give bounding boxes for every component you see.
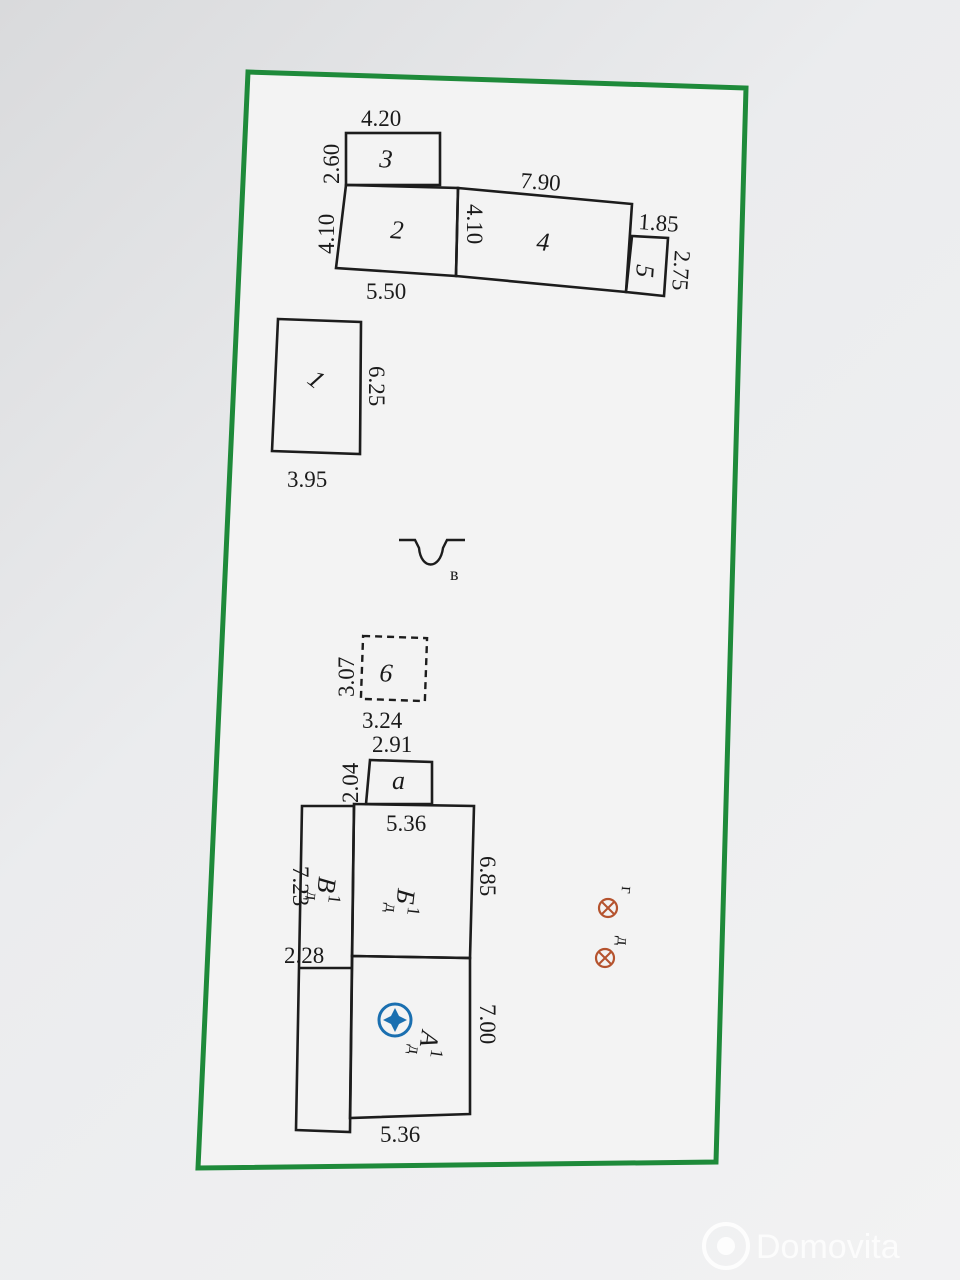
dim-2-75: 2.75 bbox=[667, 250, 695, 292]
building-4-label: 4 bbox=[536, 227, 551, 257]
building-V1 bbox=[294, 804, 356, 1134]
building-6 bbox=[359, 634, 429, 703]
building-5 bbox=[624, 234, 670, 298]
svg-text:А: А bbox=[414, 1027, 445, 1049]
building-1 bbox=[270, 317, 363, 456]
building-3-label: 3 bbox=[378, 144, 394, 174]
svg-text:д: д bbox=[302, 890, 323, 901]
dim-3-24: 3.24 bbox=[362, 708, 403, 733]
dim-4-20: 4.20 bbox=[361, 106, 401, 131]
dim-7-00: 7.00 bbox=[475, 1004, 500, 1044]
dim-4-10-left: 4.10 bbox=[314, 214, 339, 254]
dim-4-10-mid: 4.10 bbox=[462, 204, 487, 244]
building-a-label: а bbox=[392, 766, 405, 795]
dim-3-07: 3.07 bbox=[334, 657, 359, 697]
svg-text:1: 1 bbox=[426, 1048, 447, 1060]
point-g-label: г bbox=[617, 886, 637, 895]
dim-3-95: 3.95 bbox=[287, 467, 327, 492]
dim-2-04: 2.04 bbox=[338, 762, 363, 803]
building-2-label: 2 bbox=[390, 215, 405, 245]
dim-1-85: 1.85 bbox=[638, 209, 680, 237]
point-g-icon bbox=[597, 897, 619, 919]
watermark-text: Domovita bbox=[756, 1228, 900, 1266]
svg-text:1: 1 bbox=[324, 894, 345, 905]
building-marker-icon bbox=[377, 1002, 413, 1038]
building-6-label: 6 bbox=[379, 658, 394, 688]
dim-5-50: 5.50 bbox=[366, 279, 406, 304]
dim-2-28: 2.28 bbox=[284, 943, 324, 968]
point-d-label: д bbox=[613, 936, 634, 947]
dim-2-60: 2.60 bbox=[319, 144, 344, 184]
dim-5-36-top: 5.36 bbox=[386, 811, 426, 836]
well-label: в bbox=[450, 564, 459, 584]
svg-text:д: д bbox=[405, 1044, 426, 1056]
dim-2-91: 2.91 bbox=[372, 732, 412, 757]
building-A1 bbox=[348, 954, 472, 1120]
dim-6-85: 6.85 bbox=[475, 856, 500, 896]
dim-5-36-bottom: 5.36 bbox=[380, 1122, 420, 1147]
svg-text:1: 1 bbox=[403, 906, 424, 917]
svg-text:В: В bbox=[311, 875, 342, 894]
domovita-watermark: Domovita bbox=[702, 1222, 900, 1270]
plot-boundary bbox=[195, 69, 749, 1171]
svg-text:Б: Б bbox=[390, 886, 421, 905]
dim-6-25: 6.25 bbox=[364, 366, 389, 406]
well-icon bbox=[399, 538, 465, 566]
building-5-label: 5 bbox=[630, 264, 660, 279]
dim-7-23: 7.23 bbox=[288, 866, 313, 906]
svg-text:д: д bbox=[381, 902, 402, 913]
dim-7-90: 7.90 bbox=[520, 168, 562, 196]
building-B1-label: Б 1 д bbox=[381, 886, 424, 917]
building-A1-label: А 1 д bbox=[405, 1027, 448, 1060]
point-d-icon bbox=[594, 947, 616, 969]
building-V1-label: В 1 д bbox=[302, 875, 345, 905]
